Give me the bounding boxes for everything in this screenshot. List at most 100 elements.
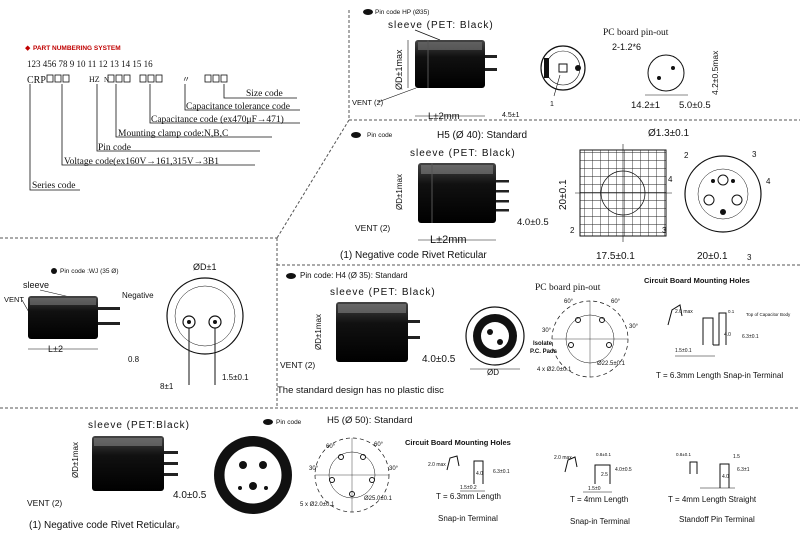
legend-series-code: Series code	[32, 181, 76, 191]
h5-50-od: ØD±1max	[71, 442, 80, 478]
part-numbering: ◆ PART NUMBERING SYSTEM 123 456 78 9 10 …	[25, 45, 300, 191]
h5-50-t3-label: T = 4mm Length Straight	[668, 495, 757, 504]
h4-dim-40: 4.0	[724, 332, 731, 338]
code-boxes	[46, 74, 228, 83]
h5-40-title: H5 (Ø 40): Standard	[437, 130, 527, 141]
svg-text:60°: 60°	[564, 299, 574, 305]
svg-text:2.5: 2.5	[601, 472, 608, 478]
h5-50-vent: VENT (2)	[27, 498, 62, 508]
wj-capacitor-body	[28, 296, 120, 339]
svg-text:2: 2	[570, 226, 575, 235]
h5-40-sleeve: sleeve (PET: Black)	[410, 148, 516, 159]
position-digits: 123 456 78 9 10 11 12 13 14 15 16	[27, 59, 153, 69]
wj-sleeve: sleeve	[23, 280, 49, 290]
h4-top-cap: Top of Capacitor Body	[746, 312, 791, 317]
section-dividers	[0, 10, 800, 409]
h4-pcb-view	[551, 300, 629, 378]
h5-40-length: L±2mm	[430, 234, 467, 246]
svg-text:2.0 max: 2.0 max	[554, 455, 572, 461]
hp-pcb-title: PC board pin-out	[603, 28, 669, 38]
legend-pin-code: Pin code	[98, 143, 131, 153]
svg-text:3: 3	[752, 150, 757, 159]
h5-40-note: (1) Negative code Rivet Reticular	[340, 250, 487, 261]
svg-text:6.3±0.1: 6.3±0.1	[493, 469, 510, 475]
wj-dim-08: 0.8	[128, 355, 140, 364]
legend-clamp-code: Mounting clamp code:N,B,C	[118, 129, 228, 139]
h5-40-top-view	[684, 155, 762, 233]
wj-pin-code: Pin code :WJ (35 Ø)	[60, 268, 119, 275]
wj-length: L±2	[48, 344, 63, 354]
h5-50-holes: 5 x Ø2.0±0.1	[300, 502, 335, 508]
svg-text:2.0 max: 2.0 max	[428, 462, 446, 468]
hp-pin-code: Pin code HP (Ø35)	[375, 9, 429, 16]
h4-isolate: Isolate	[533, 341, 553, 347]
svg-text:30°: 30°	[629, 324, 639, 330]
svg-text:4: 4	[766, 177, 771, 186]
wj-dim-15: 1.5±0.1	[222, 373, 249, 382]
svg-text:3: 3	[662, 226, 667, 235]
h5-50-t2-label: T = 4mm Length	[570, 495, 628, 504]
wj-dim-8: 8±1	[160, 382, 174, 391]
legend-capacitance-code: Capacitance code (ex470μF→471)	[151, 114, 284, 125]
legend-lines	[29, 84, 300, 191]
hp-dim-42: 4.2±0.5max	[710, 50, 720, 95]
hp-callout: 1	[550, 101, 554, 108]
h5-40-dim-20: 20±0.1	[558, 179, 569, 210]
h4-top-view: ØD	[465, 306, 525, 377]
h5-50-terminal-2	[564, 456, 612, 493]
h4-dim-01: 0.1	[728, 309, 735, 314]
hp-pin-len: 4.5±1	[502, 112, 520, 119]
h4-vent: VENT (2)	[280, 360, 315, 370]
snap-wj-section: Pin code :WJ (35 Ø) sleeve VENT L±2 0.8 …	[4, 262, 249, 391]
h5-50-t3-sub: Standoff Pin Terminal	[679, 515, 755, 524]
svg-text:1.5±0.2: 1.5±0.2	[460, 485, 477, 491]
h5-50-top-view	[214, 436, 292, 514]
hp-sleeve: sleeve (PET: Black)	[388, 20, 494, 31]
legend-tolerance-code: Capacitance tolerance code	[186, 102, 290, 112]
h4-capacitor-body	[336, 302, 420, 362]
svg-text:60°: 60°	[611, 299, 621, 305]
code-n: N	[104, 76, 109, 84]
svg-text:4: 4	[668, 175, 673, 184]
h4-holes-title: Circuit Board Mounting Holes	[644, 276, 750, 285]
h4-pc-pads: P.C. Pads	[530, 349, 558, 355]
svg-text:4.0: 4.0	[476, 471, 483, 477]
svg-text:30°: 30°	[389, 466, 399, 472]
h5-40-dim-175: 17.5±0.1	[596, 251, 635, 262]
h5-40-pin-len: 4.0±0.5	[517, 217, 549, 228]
svg-text:30°: 30°	[309, 466, 319, 472]
hp-dim-50: 5.0±0.5	[679, 100, 711, 111]
h4-dim-2max: 2.0 max	[675, 309, 693, 315]
h5-40-reticular-grid	[575, 144, 672, 242]
wj-od: ØD±1	[193, 262, 216, 272]
h5-40-dim-20b: 20±0.1	[697, 251, 728, 262]
red-diamond-icon: ◆	[25, 45, 31, 52]
part-numbering-title: PART NUMBERING SYSTEM	[33, 45, 121, 52]
h4-pcb-title: PC board pin-out	[535, 283, 601, 293]
hp-vent: VENT (2)	[352, 98, 384, 107]
h5-50-capacitor-body	[92, 436, 178, 491]
code-prefix: CRP	[27, 75, 46, 86]
h4-terminal-profile	[667, 304, 727, 357]
h5-50-circle-d: Ø25.0±0.1	[364, 496, 393, 502]
h5-50-t1-sub: Snap-in Terminal	[438, 514, 498, 523]
svg-text:1.5±0: 1.5±0	[588, 486, 601, 492]
code-hz: HZ	[89, 75, 100, 84]
svg-text:0.8±0.1: 0.8±0.1	[676, 452, 691, 457]
h5-50-terminal-1	[446, 455, 485, 492]
svg-text:60°: 60°	[374, 442, 384, 448]
hp-section: Pin code HP (Ø35) sleeve (PET: Black) ØD…	[352, 9, 720, 122]
hp-length: L±2mm	[428, 111, 460, 122]
h5-50-section: Pin code H5 (Ø 50): Standard sleeve (PET…	[27, 415, 757, 531]
svg-text:1.5: 1.5	[733, 454, 740, 460]
h5-50-terminal-3	[689, 461, 735, 489]
wj-top-view	[166, 277, 244, 385]
h4-circle-d: Ø22.5±0.1	[597, 361, 626, 367]
legend-voltage-code: Voltage code(ex160V→161,315V→3B1	[64, 156, 219, 167]
wj-negative: Negative	[122, 291, 154, 300]
svg-text:4.0: 4.0	[722, 474, 729, 480]
h4-pin-len: 4.0±0.5	[422, 354, 456, 365]
h4-note: The standard design has no plastic disc	[277, 385, 444, 396]
svg-text:60°: 60°	[326, 444, 336, 450]
